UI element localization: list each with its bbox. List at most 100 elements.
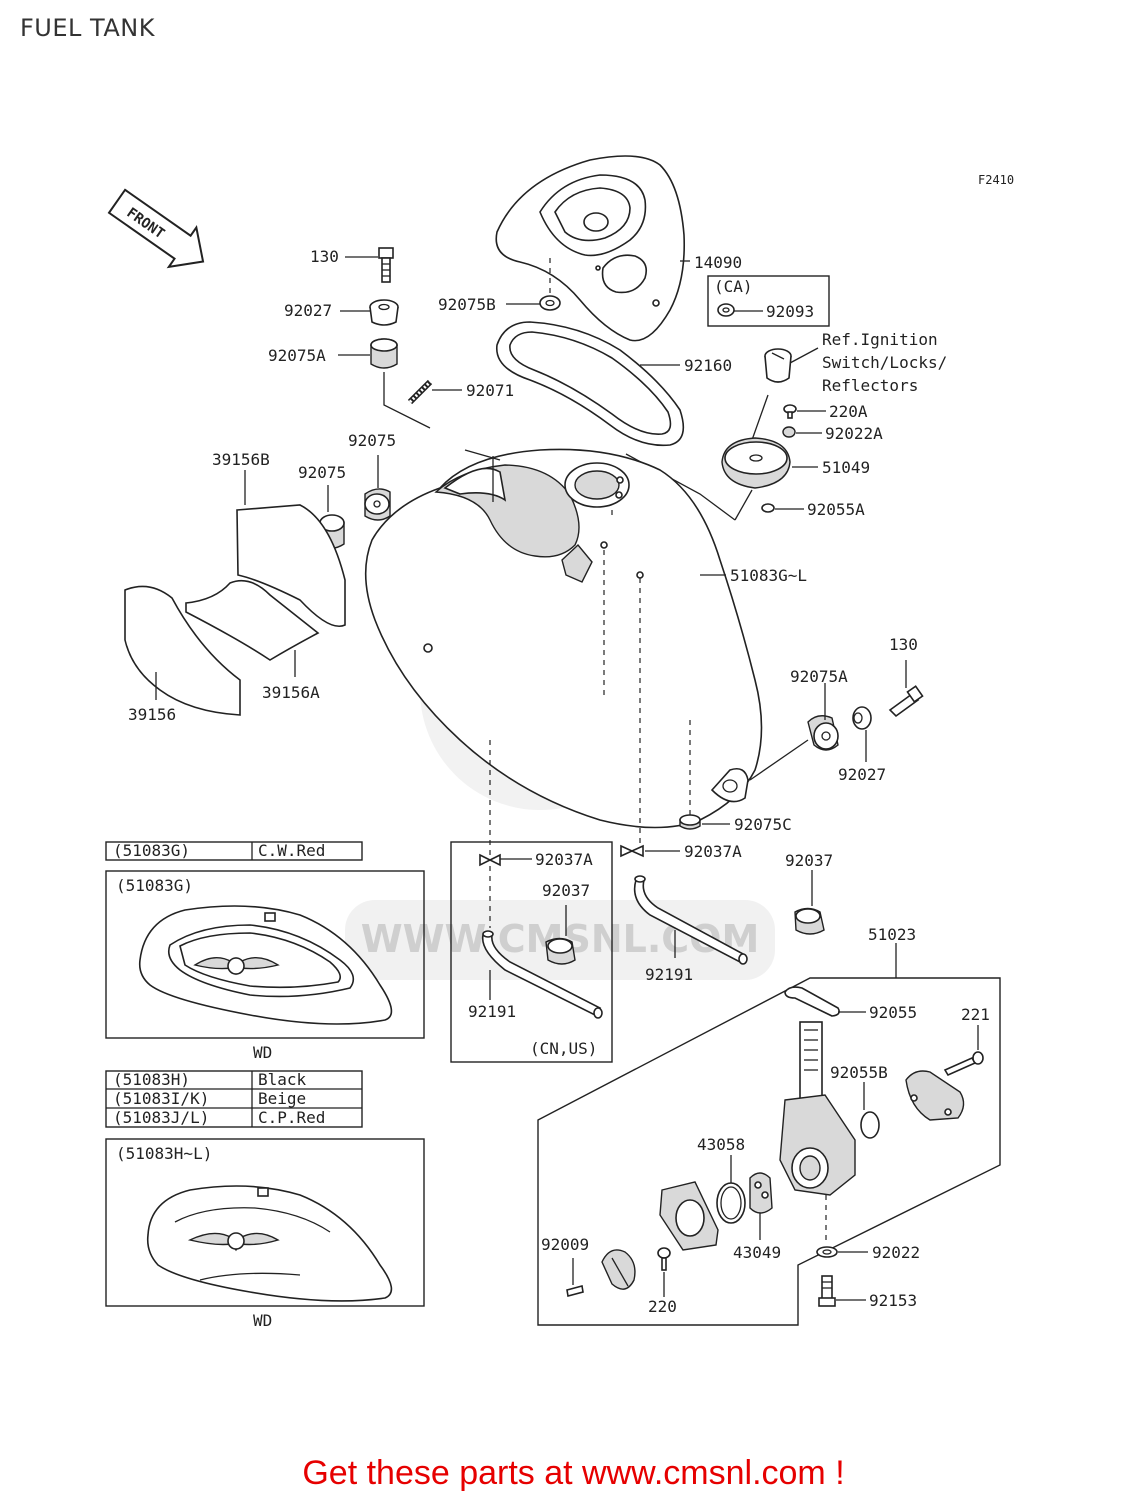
- o-ring-92055B: [860, 1111, 880, 1139]
- label-92075A-top: 92075A: [268, 346, 326, 365]
- label-51049: 51049: [822, 458, 870, 477]
- washer-92027-top: [369, 299, 399, 326]
- hose-92191-right: [633, 875, 748, 965]
- label-92055: 92055: [869, 1003, 917, 1022]
- gasket-43049: [749, 1172, 773, 1214]
- table2-code-2: (51083I/K): [113, 1089, 209, 1108]
- cover-plate: [905, 1070, 965, 1121]
- label-92037A-right: 92037A: [684, 842, 742, 861]
- washer-92022A: [782, 426, 796, 438]
- bolt-92153: [818, 1275, 836, 1307]
- inset-tank-51083H-L: (51083H~L): [105, 1138, 425, 1307]
- label-ref-3: Reflectors: [822, 376, 918, 395]
- figure-code: F2410: [978, 173, 1014, 187]
- inset2-caption: WD: [253, 1311, 272, 1330]
- table1-code: (51083G): [113, 841, 190, 860]
- label-92037-left: 92037: [542, 881, 590, 900]
- label-92191-left: 92191: [468, 1002, 516, 1021]
- label-92009: 92009: [541, 1235, 589, 1254]
- gasket-92160: [496, 321, 685, 447]
- front-arrow-icon: FRONT: [107, 188, 205, 269]
- knob-92009: [601, 1249, 636, 1290]
- label-92027-right: 92027: [838, 765, 886, 784]
- label-92037A-left: 92037A: [535, 850, 593, 869]
- label-92055B: 92055B: [830, 1063, 888, 1082]
- label-221: 221: [961, 1005, 990, 1024]
- table2-code-3: (51083J/L): [113, 1108, 209, 1127]
- clamp-92037-right: [794, 907, 825, 935]
- cn-us-variant-box: [450, 841, 613, 1063]
- ignition-switch-part: [764, 348, 792, 383]
- fuel-cock-assembly-box: [537, 977, 1001, 1326]
- tank-cover-14090: [495, 155, 686, 342]
- label-92022: 92022: [872, 1243, 920, 1262]
- screw-221: [943, 1051, 984, 1077]
- label-92071: 92071: [466, 381, 514, 400]
- table2-code-1: (51083H): [113, 1070, 190, 1089]
- ca-variant-box: [707, 275, 830, 327]
- collar-92075C: [679, 814, 701, 830]
- o-ring-43058: [716, 1182, 746, 1224]
- label-92075A-right: 92075A: [790, 667, 848, 686]
- bolt-130-top: [378, 247, 394, 283]
- color-table-2: (51083H) Black (51083I/K) Beige (51083J/…: [105, 1070, 363, 1128]
- label-92093: 92093: [766, 302, 814, 321]
- label-92153: 92153: [869, 1291, 917, 1310]
- label-39156A: 39156A: [262, 683, 320, 702]
- label-ca: (CA): [714, 277, 753, 296]
- table2-color-2: Beige: [258, 1089, 306, 1108]
- washer-92027-right: [852, 706, 872, 730]
- damper-92075-b: [364, 488, 391, 521]
- clip-92037A-right: [620, 844, 644, 858]
- washer-92022: [816, 1246, 838, 1258]
- parts-diagram: WWW.CMSNL.COM F2410 FRONT 130 92027 9207…: [105, 155, 1014, 1330]
- label-92075B: 92075B: [438, 295, 496, 314]
- nut-92075B: [539, 295, 561, 311]
- label-51083: 51083G~L: [730, 566, 807, 585]
- table2-color-3: C.P.Red: [258, 1108, 325, 1127]
- clamp-92037-left: [545, 937, 576, 965]
- pad-39156B: [236, 504, 346, 627]
- label-43049: 43049: [733, 1243, 781, 1262]
- label-39156: 39156: [128, 705, 176, 724]
- label-220A: 220A: [829, 402, 868, 421]
- inset-tank-51083G: (51083G): [105, 870, 425, 1039]
- gasket-92055: [784, 986, 840, 1017]
- label-92075-b: 92075: [348, 431, 396, 450]
- label-130-top: 130: [310, 247, 339, 266]
- screw-220A: [783, 404, 797, 419]
- label-43058: 43058: [697, 1135, 745, 1154]
- lever-plate: [659, 1181, 719, 1251]
- screw-220: [657, 1247, 671, 1271]
- table1-color: C.W.Red: [258, 841, 325, 860]
- clip-92037A-left: [479, 853, 501, 867]
- inset1-title: (51083G): [116, 876, 193, 895]
- bolt-130-right: [888, 685, 924, 718]
- label-92191-right: 92191: [645, 965, 693, 984]
- label-39156B: 39156B: [212, 450, 270, 469]
- color-table-1: (51083G) C.W.Red: [105, 841, 363, 861]
- fuel-tank-51083: [364, 448, 763, 829]
- label-92022A: 92022A: [825, 424, 883, 443]
- o-ring-92055A: [761, 503, 775, 513]
- label-92037-right: 92037: [785, 851, 833, 870]
- label-220: 220: [648, 1297, 677, 1316]
- label-130-right: 130: [889, 635, 918, 654]
- damper-92075A-right: [807, 715, 839, 751]
- screw-92009: [566, 1285, 584, 1297]
- damper-92075A-top: [370, 338, 398, 369]
- table2-color-1: Black: [258, 1070, 307, 1089]
- inset2-title: (51083H~L): [116, 1144, 212, 1163]
- label-92075-a: 92075: [298, 463, 346, 482]
- label-92027-top: 92027: [284, 301, 332, 320]
- hose-92191-left: [481, 930, 603, 1019]
- label-92075C: 92075C: [734, 815, 792, 834]
- pad-39156: [124, 585, 241, 716]
- spring-92071: [407, 379, 433, 405]
- pad-39156A: [185, 579, 320, 661]
- label-92160: 92160: [684, 356, 732, 375]
- label-14090: 14090: [694, 253, 742, 272]
- page-title: FUEL TANK: [20, 14, 155, 42]
- footer-cta-link[interactable]: Get these parts at www.cmsnl.com !: [302, 1454, 845, 1492]
- label-92055A: 92055A: [807, 500, 865, 519]
